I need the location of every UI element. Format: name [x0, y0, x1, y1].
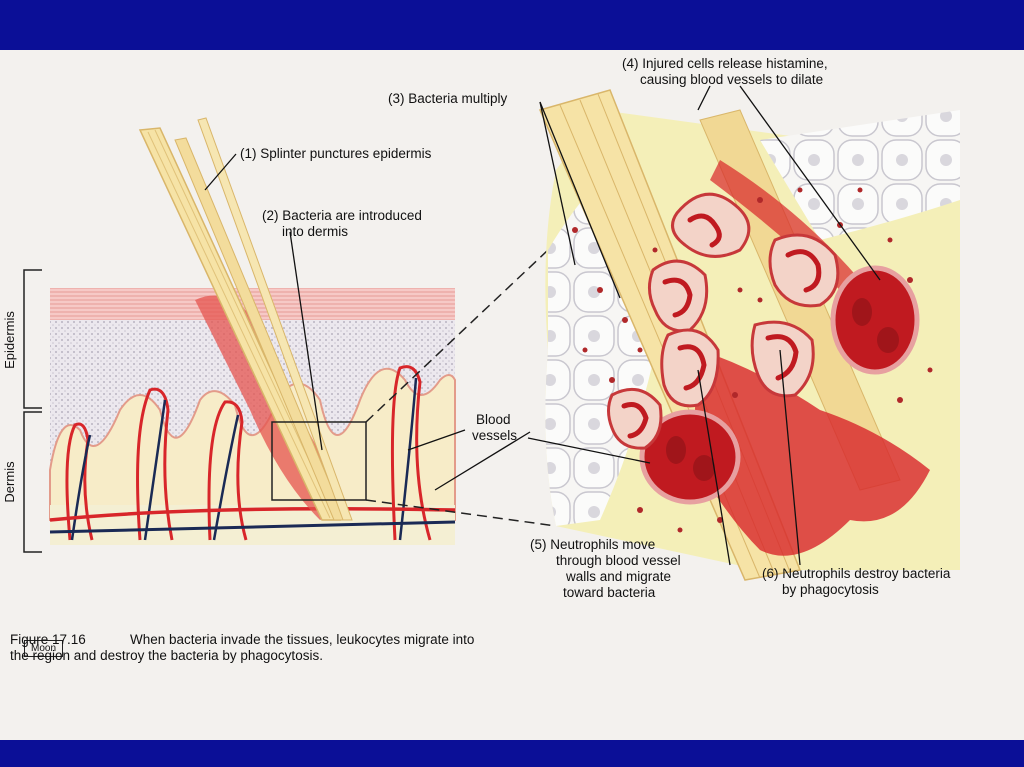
label-step-5-line-4: toward bacteria: [563, 585, 656, 600]
label-step-4-line-1: (4) Injured cells release histamine,: [622, 56, 828, 71]
slide-top-bar: [0, 0, 1024, 50]
dilated-blood-vessel: [833, 268, 917, 372]
label-step-5-line-3: walls and migrate: [565, 569, 671, 584]
label-blood-line-1: Blood: [476, 412, 511, 427]
dermis-label: Dermis: [2, 461, 17, 503]
epidermis-bracket: [24, 270, 42, 408]
figure-number: Figure 17.16: [10, 632, 130, 648]
label-step-1: (1) Splinter punctures epidermis: [240, 146, 432, 161]
slide-bottom-bar: [0, 740, 1024, 767]
dermis-bracket: [24, 412, 42, 552]
label-step-2-line-2: into dermis: [282, 224, 348, 239]
label-blood-line-2: vessels: [472, 428, 517, 443]
label-step-3: (3) Bacteria multiply: [388, 91, 508, 106]
epidermis-label: Epidermis: [2, 311, 17, 369]
magnified-view: [540, 90, 960, 580]
label-step-4-line-2: causing blood vessels to dilate: [640, 72, 823, 87]
label-step-5-line-2: through blood vessel: [556, 553, 681, 568]
label-step-5-line-1: (5) Neutrophils move: [530, 537, 655, 552]
skin-cross-section: [50, 118, 556, 545]
label-step-6-line-1: (6) Neutrophils destroy bacteria: [762, 566, 951, 581]
layer-brackets: Epidermis Dermis: [2, 270, 42, 552]
label-step-2-line-1: (2) Bacteria are introduced: [262, 208, 422, 223]
neutrophil: [662, 330, 718, 406]
label-step-6-line-2: by phagocytosis: [782, 582, 879, 597]
